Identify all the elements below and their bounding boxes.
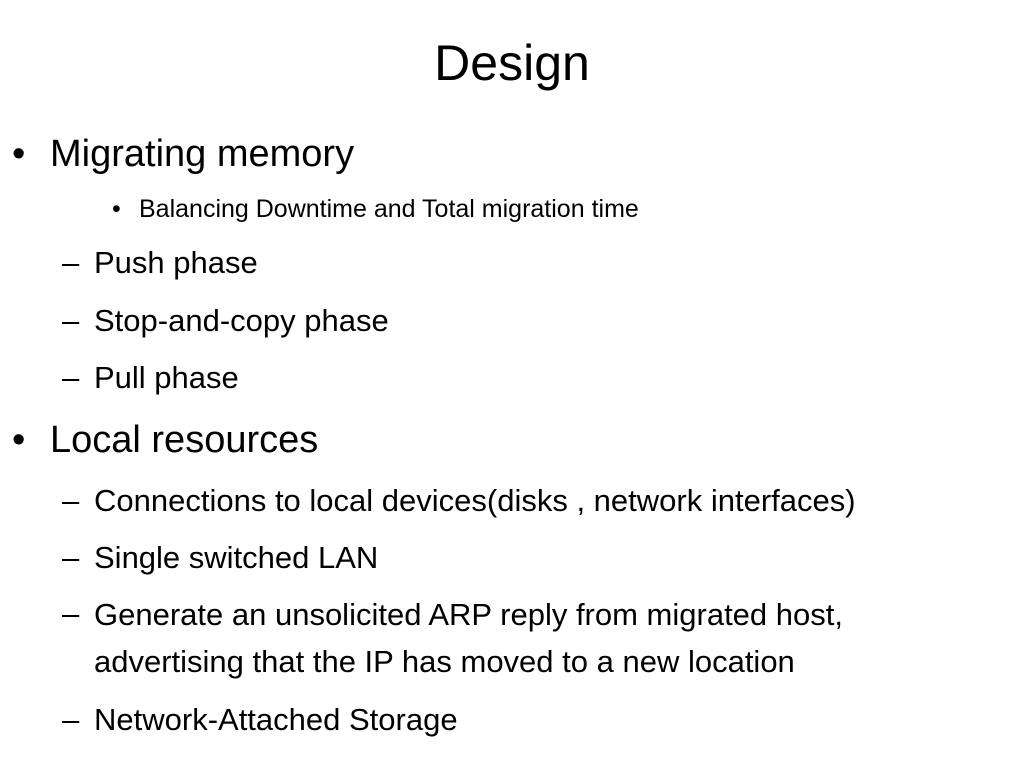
- dash-text: Single switched LAN: [94, 540, 379, 575]
- bullet-text: Local resources: [50, 419, 319, 461]
- dash-marker: –: [62, 303, 80, 338]
- dash-text: Pull phase: [94, 360, 239, 395]
- dash-marker: –: [62, 245, 80, 280]
- dash-text: Stop-and-copy phase: [94, 303, 389, 338]
- dash-text: Generate an unsolicited ARP reply from m…: [94, 597, 843, 679]
- slide-title: Design: [434, 35, 590, 91]
- bullet-marker: •: [12, 133, 26, 175]
- bullet-text: Migrating memory: [50, 133, 355, 175]
- dash-text: Connections to local devices(disks , net…: [94, 483, 856, 518]
- bullet-marker: •: [12, 419, 26, 461]
- dash-marker: –: [62, 483, 80, 518]
- dash-marker: –: [62, 702, 80, 737]
- dash-text: Network-Attached Storage: [94, 702, 458, 737]
- dash-marker: –: [62, 596, 80, 631]
- bullet-marker: •: [112, 195, 121, 223]
- dash-text: Push phase: [94, 245, 258, 280]
- bullet-text: Balancing Downtime and Total migration t…: [139, 195, 639, 223]
- dash-marker: –: [62, 540, 80, 575]
- dash-marker: –: [62, 360, 80, 395]
